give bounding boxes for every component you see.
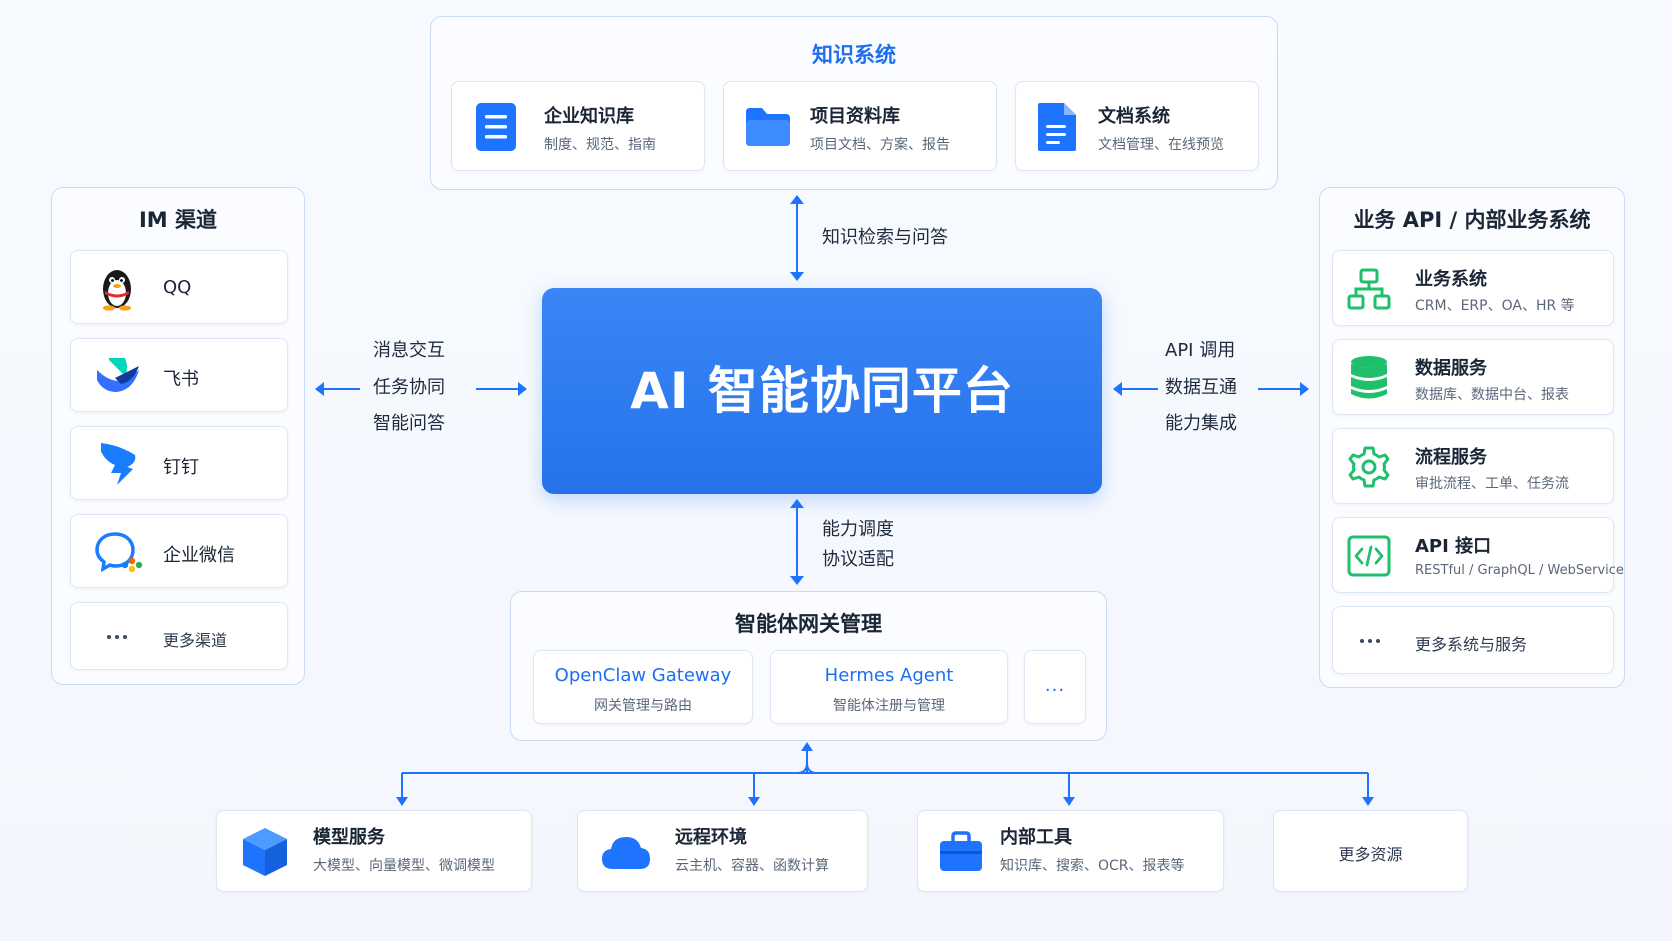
im-link-label-2: 任务协同 — [373, 377, 445, 398]
business-left-arrow — [1113, 382, 1158, 396]
business-card-title: API 接口 — [1415, 536, 1492, 557]
knowledge-card-project[interactable]: 项目资料库 项目文档、方案、报告 — [723, 81, 997, 171]
gear-icon — [1348, 446, 1390, 488]
knowledge-card-docs[interactable]: 文档系统 文档管理、在线预览 — [1015, 81, 1259, 171]
folder-icon — [746, 108, 790, 146]
im-channel-label: 企业微信 — [163, 545, 235, 566]
knowledge-card-enterprise[interactable]: 企业知识库 制度、规范、指南 — [451, 81, 705, 171]
im-link-label-3: 智能问答 — [373, 413, 445, 434]
knowledge-card-subtitle: 制度、规范、指南 — [544, 137, 656, 153]
cube-icon — [243, 828, 287, 876]
ai-platform-box[interactable]: AI 智能协同平台 — [542, 288, 1102, 494]
resource-more-label: 更多资源 — [1338, 845, 1403, 864]
knowledge-card-title: 企业知识库 — [544, 106, 634, 127]
business-card-title: 流程服务 — [1415, 447, 1487, 468]
business-panel-title: 业务 API / 内部业务系统 — [1353, 208, 1591, 232]
business-panel: 业务 API / 内部业务系统 业务系统 CRM、ERP、OA、HR 等 数据服… — [1319, 187, 1625, 688]
business-card-subtitle: 数据库、数据中台、报表 — [1415, 387, 1569, 403]
business-link-label-1: API 调用 — [1165, 340, 1236, 361]
knowledge-link-arrow — [790, 195, 804, 281]
business-card-workflow[interactable]: 流程服务 审批流程、工单、任务流 — [1332, 428, 1614, 504]
business-card-subtitle: CRM、ERP、OA、HR 等 — [1415, 298, 1575, 314]
business-card-subtitle: 审批流程、工单、任务流 — [1415, 476, 1569, 492]
resource-card-subtitle: 知识库、搜索、OCR、报表等 — [1000, 858, 1185, 874]
knowledge-card-subtitle: 文档管理、在线预览 — [1098, 137, 1224, 153]
resource-card-title: 内部工具 — [1000, 827, 1072, 848]
im-panel-title: IM 渠道 — [138, 208, 218, 232]
knowledge-link-label: 知识检索与问答 — [822, 227, 948, 248]
business-link-label-3: 能力集成 — [1165, 413, 1237, 434]
gateway-more-label: ... — [1044, 675, 1066, 696]
feishu-icon — [97, 358, 139, 392]
business-card-api[interactable]: API 接口 RESTful / GraphQL / WebService — [1332, 517, 1624, 593]
gateway-link-arrow — [790, 499, 804, 585]
business-card-title: 数据服务 — [1415, 358, 1487, 379]
im-channel-label: 飞书 — [163, 369, 199, 390]
toolbox-icon — [940, 831, 982, 871]
im-channel-label: 更多渠道 — [163, 631, 228, 650]
resource-card-tools[interactable]: 内部工具 知识库、搜索、OCR、报表等 — [917, 810, 1224, 892]
resource-card-more[interactable]: 更多资源 — [1273, 810, 1468, 892]
database-icon — [1351, 356, 1387, 399]
gateway-card-hermes[interactable]: Hermes Agent 智能体注册与管理 — [770, 650, 1008, 724]
business-card-systems[interactable]: 业务系统 CRM、ERP、OA、HR 等 — [1332, 250, 1614, 326]
resource-card-title: 远程环境 — [675, 827, 747, 848]
resource-card-model[interactable]: 模型服务 大模型、向量模型、微调模型 — [216, 810, 532, 892]
qq-penguin-icon — [103, 270, 131, 311]
file-icon — [1038, 103, 1076, 151]
im-channel-wecom[interactable]: 企业微信 — [70, 514, 288, 588]
im-channel-feishu[interactable]: 飞书 — [70, 338, 288, 412]
cloud-icon — [602, 837, 650, 869]
gateway-card-subtitle: 网关管理与路由 — [594, 698, 692, 714]
gateway-card-more[interactable]: ... — [1024, 650, 1086, 724]
org-chart-icon — [1347, 268, 1391, 310]
gateway-link-label-2: 协议适配 — [822, 549, 894, 570]
business-card-more[interactable]: 更多系统与服务 — [1332, 606, 1614, 674]
knowledge-panel: 知识系统 企业知识库 制度、规范、指南 项目资料库 项目文档、方案、报告 文档系… — [430, 16, 1278, 190]
ai-platform-title: AI 智能协同平台 — [630, 362, 1014, 420]
dingtalk-icon — [101, 443, 136, 485]
im-link-label-1: 消息交互 — [373, 340, 445, 361]
business-card-more-label: 更多系统与服务 — [1415, 635, 1528, 654]
gateway-card-openclaw[interactable]: OpenClaw Gateway 网关管理与路由 — [533, 650, 753, 724]
gateway-panel: 智能体网关管理 OpenClaw Gateway 网关管理与路由 Hermes … — [510, 591, 1107, 741]
knowledge-card-title: 文档系统 — [1098, 106, 1170, 127]
gateway-card-title: OpenClaw Gateway — [554, 665, 732, 686]
knowledge-card-subtitle: 项目文档、方案、报告 — [810, 137, 950, 153]
gateway-card-title: Hermes Agent — [824, 665, 954, 686]
gateway-link-label-1: 能力调度 — [822, 519, 894, 540]
business-link-label-2: 数据互通 — [1165, 377, 1237, 398]
im-channel-more[interactable]: 更多渠道 — [70, 602, 288, 670]
resource-card-subtitle: 大模型、向量模型、微调模型 — [313, 858, 495, 874]
im-panel: IM 渠道 QQ 飞书 钉钉 — [51, 187, 305, 685]
im-channel-dingtalk[interactable]: 钉钉 — [70, 426, 288, 500]
im-right-arrow — [476, 382, 527, 396]
ellipsis-icon — [1360, 639, 1380, 643]
knowledge-card-title: 项目资料库 — [810, 106, 900, 127]
im-channel-label: 钉钉 — [163, 457, 199, 478]
wecom-icon — [95, 532, 143, 573]
business-right-arrow — [1258, 382, 1309, 396]
document-list-icon — [476, 103, 516, 151]
code-icon — [1347, 535, 1391, 577]
gateway-card-subtitle: 智能体注册与管理 — [833, 698, 945, 714]
im-left-arrow — [315, 382, 360, 396]
resource-card-title: 模型服务 — [313, 827, 385, 848]
business-card-subtitle: RESTful / GraphQL / WebService — [1415, 563, 1624, 578]
resource-card-remote[interactable]: 远程环境 云主机、容器、函数计算 — [577, 810, 868, 892]
resource-card-subtitle: 云主机、容器、函数计算 — [675, 858, 829, 874]
ellipsis-icon — [107, 635, 127, 639]
im-channel-label: QQ — [163, 277, 192, 298]
business-card-title: 业务系统 — [1415, 269, 1487, 290]
resources-connector — [396, 742, 1374, 806]
gateway-panel-title: 智能体网关管理 — [735, 612, 882, 636]
im-channel-qq[interactable]: QQ — [70, 250, 288, 324]
business-card-data[interactable]: 数据服务 数据库、数据中台、报表 — [1332, 339, 1614, 415]
knowledge-panel-title: 知识系统 — [812, 43, 896, 67]
